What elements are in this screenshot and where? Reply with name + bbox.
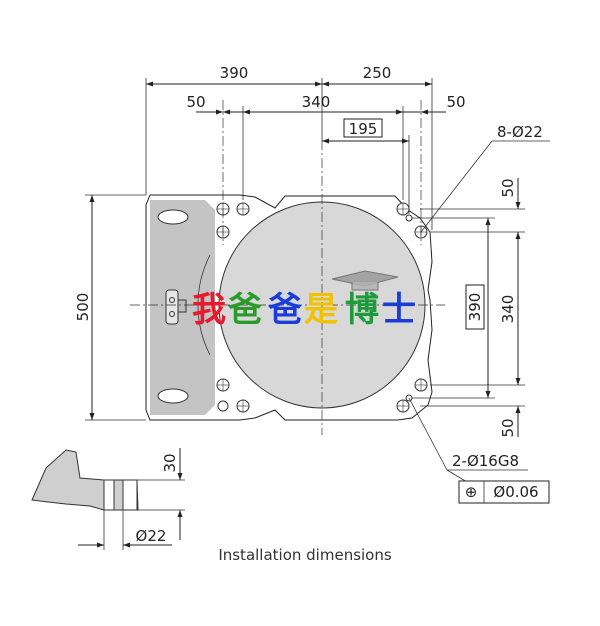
- pin-spec-label: 2-Ø16G8: [452, 452, 519, 470]
- dim-500-left: 500: [74, 293, 92, 322]
- connector-icon: [165, 289, 187, 325]
- slot-top-left: [157, 209, 189, 225]
- slot-bottom-left: [157, 388, 189, 404]
- caption: Installation dimensions: [218, 546, 392, 564]
- watermark-char-2: 爸: [227, 290, 262, 330]
- dim-50-top-left: 50: [186, 93, 205, 111]
- right-dimensions: 50 340 50 390: [412, 178, 525, 438]
- hole-spec-label: 8-Ø22: [497, 123, 543, 141]
- detail-dim-22: Ø22: [136, 527, 167, 545]
- hole-tr-3: [405, 214, 413, 222]
- dim-50-right-bottom: 50: [499, 418, 517, 437]
- dim-340-top: 340: [302, 93, 331, 111]
- watermark-char-4: 是: [304, 290, 338, 330]
- dim-390-boxed: 390: [466, 293, 484, 322]
- dim-250-top: 250: [363, 64, 392, 82]
- hole-spec-callout: 8-Ø22: [420, 123, 550, 233]
- tolerance-value: Ø0.06: [493, 483, 538, 501]
- tolerance-symbol: ⊕: [465, 483, 478, 501]
- watermark-char-1: 我: [192, 290, 226, 330]
- watermark: 我 爸 爸 是 博 士: [192, 270, 416, 330]
- dim-50-right-top: 50: [499, 178, 517, 197]
- hole-bl-3: [217, 400, 229, 412]
- section-detail: 30 Ø22: [31, 448, 185, 550]
- top-dimensions: 390 250 50 340 50 195: [145, 64, 466, 230]
- dim-340-right: 340: [499, 295, 517, 324]
- watermark-char-6: 士: [382, 290, 416, 330]
- dim-390-top: 390: [220, 64, 249, 82]
- watermark-char-5: 博: [345, 290, 379, 330]
- detail-dim-30: 30: [161, 453, 179, 472]
- dim-195-boxed: 195: [349, 120, 378, 138]
- dim-50-top-right: 50: [446, 93, 465, 111]
- watermark-char-3: 爸: [267, 290, 302, 330]
- pin-spec-callout: 2-Ø16G8 ⊕ Ø0.06: [408, 397, 550, 504]
- left-dimensions: 500: [74, 194, 146, 421]
